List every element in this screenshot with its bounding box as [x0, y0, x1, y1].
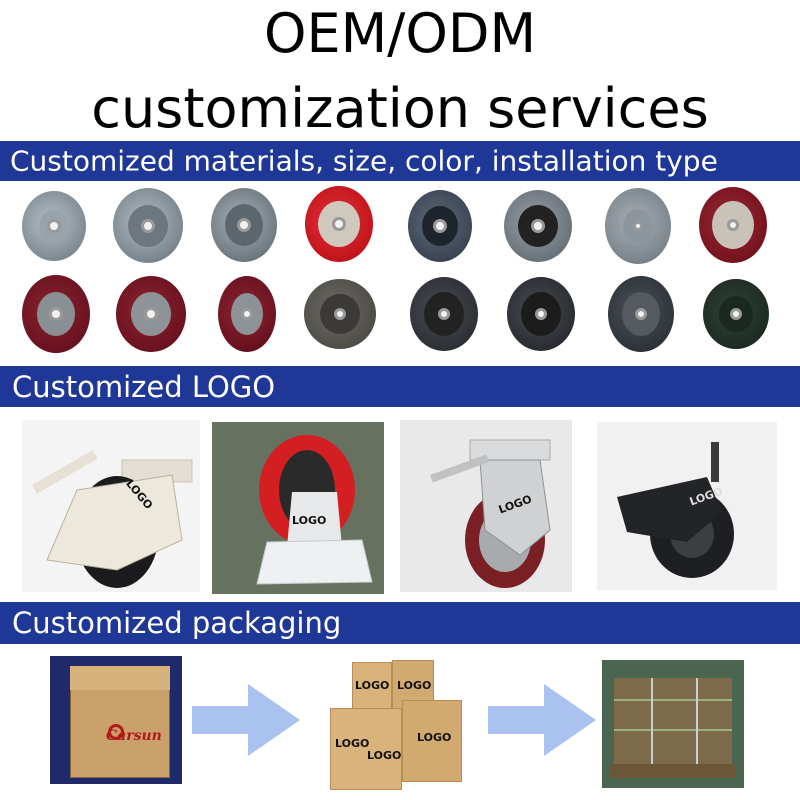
wheel-image: [211, 188, 277, 262]
caster-illustration: [429, 439, 551, 588]
wheel-image: [703, 279, 769, 349]
wheel-image: [218, 276, 276, 352]
box-logo: LOGO: [402, 700, 462, 782]
caster-illustration: [212, 422, 384, 594]
logo-mark: LOGO: [397, 679, 432, 692]
page-title-line2: customization services: [91, 77, 709, 140]
wheel-image: [504, 190, 572, 262]
wheel-image: [507, 277, 575, 351]
carton-flap: [70, 666, 170, 690]
section-title-logo: Customized LOGO: [12, 369, 276, 404]
caster-illustration: [617, 442, 734, 578]
caster-photo-3: LOGO: [400, 420, 572, 592]
section-band-logo: Customized LOGO: [0, 366, 800, 407]
wheel-image: [410, 277, 478, 351]
section-band-materials: Customized materials, size, color, insta…: [0, 141, 800, 181]
packaging-photo-carton: Carsun: [50, 656, 182, 784]
wheel-image: [408, 190, 472, 262]
box-logo: LOGO LOGO: [330, 708, 402, 790]
wheel-image: [116, 276, 186, 352]
wheel-image: [605, 188, 671, 264]
logo-mark: LOGO: [355, 679, 390, 692]
wheel-image: [113, 188, 183, 263]
box-logo: LOGO: [352, 662, 392, 710]
wheel-image: [305, 186, 373, 262]
section-title-materials: Customized materials, size, color, insta…: [10, 144, 718, 178]
carton-box: [70, 686, 170, 778]
page-title-line1: OEM/ODM: [263, 2, 537, 65]
section-band-packaging: Customized packaging: [0, 602, 800, 644]
logo-mark: LOGO: [367, 749, 402, 762]
caster-photo-1: LOGO: [22, 420, 200, 592]
brand-icon: [108, 724, 124, 740]
section-title-packaging: Customized packaging: [12, 606, 342, 640]
caster-photo-2: LOGO: [212, 422, 384, 594]
arrow-right-icon: [192, 684, 300, 756]
wheel-image: [699, 187, 767, 263]
logo-mark: LOGO: [335, 737, 370, 750]
wheel-image: [608, 276, 674, 352]
wheel-image: [304, 279, 376, 349]
caster-photo-4: LOGO: [597, 422, 777, 590]
caster-illustration: [32, 450, 193, 588]
logo-mark: LOGO: [417, 731, 452, 744]
wheel-image: [22, 191, 86, 261]
pallet-illustration: [602, 660, 744, 788]
arrow-right-icon: [488, 684, 596, 756]
wheel-image: [22, 275, 90, 353]
logo-mark: LOGO: [292, 514, 327, 527]
packaging-photo-pallet: [602, 660, 744, 788]
